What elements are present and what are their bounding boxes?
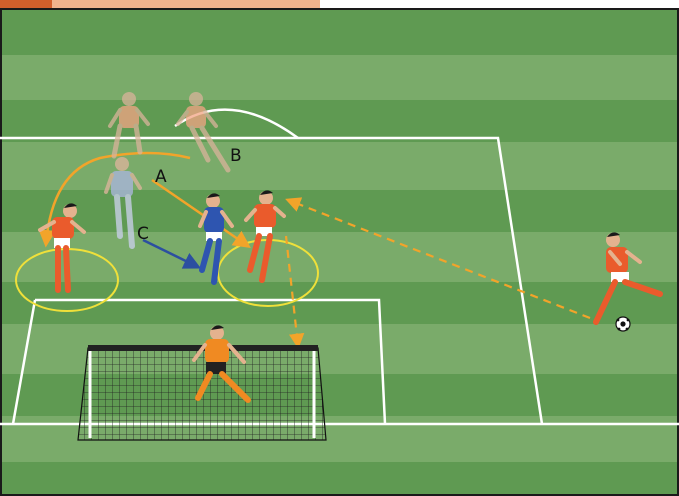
soccer-ball-icon [616, 317, 630, 331]
label-b: B [230, 146, 242, 166]
label-c: C [137, 224, 149, 244]
label-a: A [155, 167, 167, 187]
